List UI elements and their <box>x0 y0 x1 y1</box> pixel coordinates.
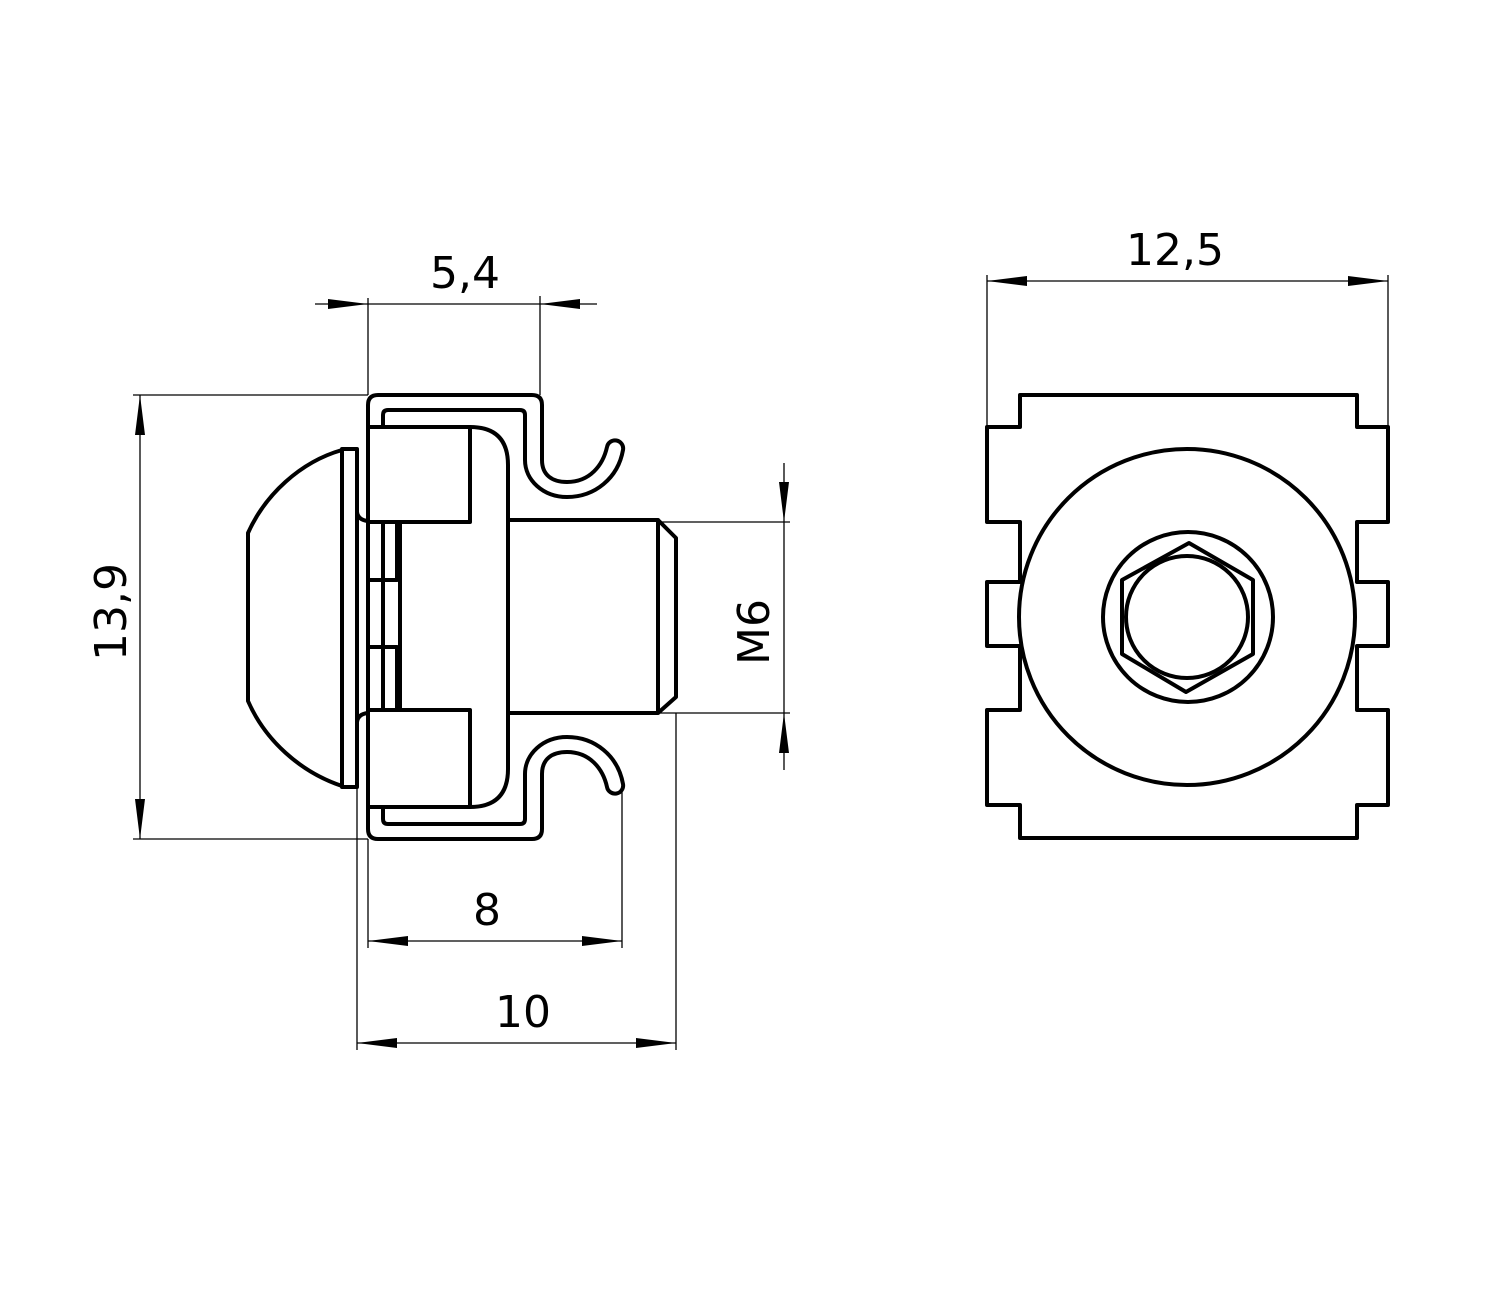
dimension-label-13-9: 13,9 <box>86 563 137 661</box>
dimension-label-12-5: 12,5 <box>1126 225 1224 276</box>
arrow-icon <box>1348 276 1388 286</box>
threaded-shaft <box>506 518 678 715</box>
dimension-label-8: 8 <box>473 885 501 936</box>
nut-outline <box>985 393 1390 840</box>
washer-circle <box>1017 447 1357 787</box>
dimension-label-m6: M6 <box>729 599 780 665</box>
spring-clip-outer <box>366 393 626 841</box>
dimension-10: 10 <box>356 713 677 1050</box>
hex-inner-circle <box>1124 554 1250 680</box>
side-view <box>246 393 678 841</box>
arrow-icon <box>368 936 408 946</box>
hex-socket <box>1120 541 1255 694</box>
arrow-icon <box>357 1038 397 1048</box>
nut-blocks <box>366 425 472 809</box>
arrow-icon <box>636 1038 676 1048</box>
dimension-8: 8 <box>367 790 623 948</box>
arrow-icon <box>582 936 622 946</box>
arrow-icon <box>779 482 789 522</box>
dimension-13-9: 13,9 <box>86 394 368 840</box>
arrow-icon <box>987 276 1027 286</box>
arrow-icon <box>135 799 145 839</box>
dimension-12-5: 12,5 <box>986 225 1389 427</box>
front-view <box>985 393 1390 840</box>
dimension-label-5-4: 5,4 <box>430 248 500 299</box>
arrow-icon <box>540 299 580 309</box>
dome-head <box>246 448 344 788</box>
arrow-icon <box>328 299 368 309</box>
arrow-icon <box>779 713 789 753</box>
bore-circle <box>1101 530 1275 704</box>
arrow-icon <box>135 395 145 435</box>
head-washer <box>340 447 359 789</box>
dimension-label-10: 10 <box>495 987 551 1038</box>
dimension-5-4: 5,4 <box>315 248 597 395</box>
nut-body <box>366 425 510 809</box>
dimension-m6: M6 <box>658 463 790 770</box>
